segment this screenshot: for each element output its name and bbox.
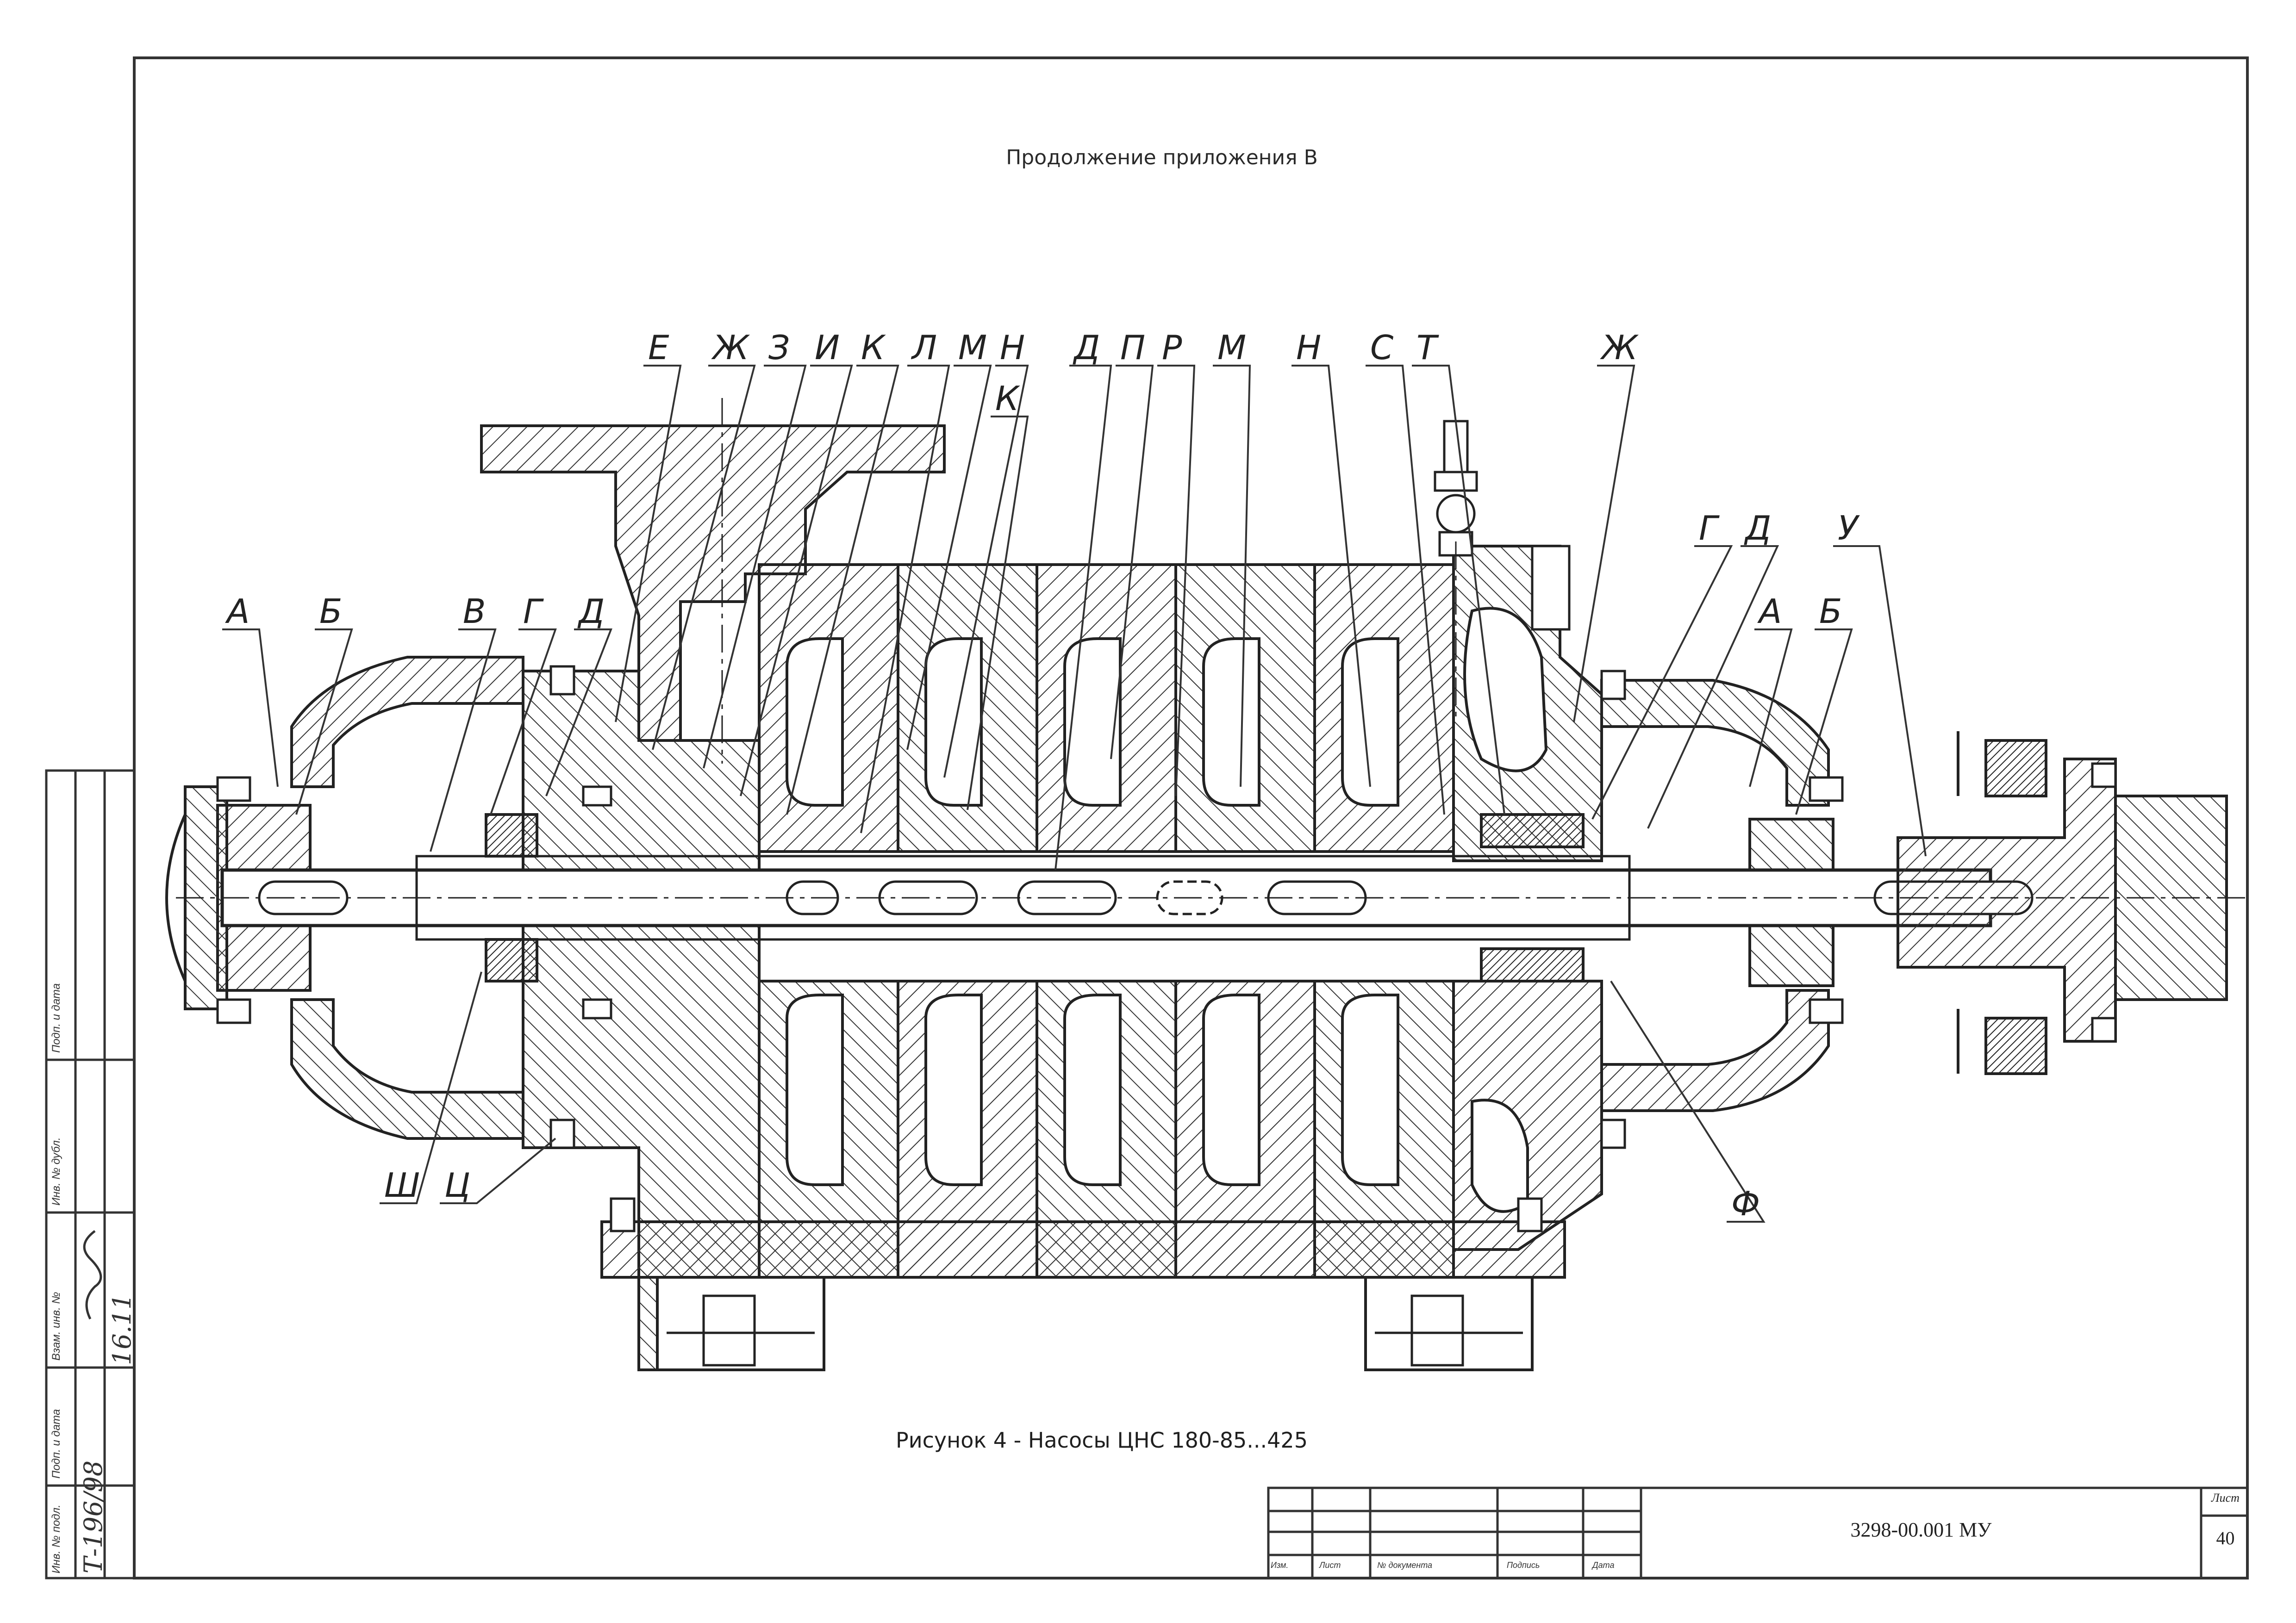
label-B-left: Б [319, 592, 343, 631]
label-B-right: Б [1819, 592, 1842, 631]
label-T: Т [1416, 328, 1437, 367]
label-N: Н [1000, 328, 1025, 367]
label-G-left: Г [523, 592, 542, 631]
pump-drawing [165, 398, 2250, 1371]
label-G-right: Г [1699, 509, 1718, 547]
col-doc: № документа [1377, 1561, 1433, 1570]
stamp-inv-value: Т-196/98 [79, 1460, 108, 1573]
right-gland-packing [1480, 813, 1585, 848]
figure-caption: Рисунок 4 - Насосы ЦНС 180-85...425 [896, 1428, 1308, 1453]
left-bearing-housing [290, 656, 524, 788]
side-stamp-frame [45, 769, 136, 1579]
discharge-volute-upper [1463, 607, 1548, 772]
left-bearing-housing-lower [290, 998, 524, 1140]
label-S: С [1370, 328, 1394, 367]
foot-details [667, 1294, 1523, 1367]
label-Ts: Ц [444, 1166, 470, 1205]
label-L: Л [912, 328, 937, 367]
label-K: К [861, 328, 885, 367]
stamp-podp-data-2: Подп. и дата [50, 983, 62, 1053]
impeller-channels [786, 637, 1399, 1186]
sheet-header: Продолжение приложения В [1006, 146, 1318, 169]
label-Sh: Ш [384, 1166, 420, 1205]
left-gland-packing [485, 813, 538, 858]
label-P: П [1120, 328, 1146, 367]
stamp-inv-dubl: Инв. № дубл. [50, 1137, 62, 1206]
label-F: Ф [1731, 1184, 1760, 1223]
stamp-inv-podl: Инв. № подл. [50, 1505, 62, 1573]
label-K-2: К [995, 379, 1019, 418]
label-I: И [815, 328, 840, 367]
sheet-number: 40 [2216, 1528, 2235, 1548]
right-bearing-housing-lower [1600, 989, 1830, 1112]
center-lines [176, 398, 2250, 899]
right-bearing-housing [1600, 679, 1830, 807]
col-date: Дата [1592, 1561, 1615, 1570]
col-izm: Изм. [1271, 1561, 1289, 1570]
label-M: М [958, 328, 987, 367]
label-D-left: Д [579, 592, 605, 631]
col-list: Лист [1319, 1561, 1341, 1570]
coupling-pin-lower [1984, 1017, 2047, 1075]
discharge-nozzle [480, 424, 946, 742]
label-N-2: Н [1296, 328, 1322, 367]
right-gland-packing-lower [1480, 947, 1585, 983]
title-block-grid [1267, 1486, 2249, 1579]
left-foot [656, 1276, 825, 1371]
label-A-left: А [227, 592, 250, 631]
stamp-podp-data: Подп. и дата [50, 1409, 62, 1479]
left-end-dome [165, 814, 187, 982]
coupling-pin-upper [1984, 739, 2047, 797]
label-Zh: Ж [713, 328, 749, 367]
label-M-2: М [1217, 328, 1247, 367]
bolts [216, 665, 2117, 1232]
stamp-vzam-inv: Взам. инв. № [50, 1292, 62, 1361]
stamp-date-value: 16.11 [107, 1293, 137, 1365]
document-designation: 3298-00.001 МУ [1850, 1518, 1992, 1541]
label-U: У [1838, 509, 1858, 547]
discharge-volute-lower [1471, 1099, 1529, 1213]
leader-lines [222, 365, 1927, 1223]
discharge-connection [1531, 545, 1571, 631]
label-V: В [463, 592, 486, 631]
sheet-label: Лист [2211, 1491, 2240, 1505]
base-plate [600, 1220, 1566, 1279]
coupling-half [1897, 758, 2117, 1043]
label-Z: З [768, 328, 790, 367]
label-D-right: Д [1745, 509, 1772, 547]
label-A-right: А [1759, 592, 1782, 631]
label-E: Е [648, 328, 669, 367]
signature [83, 1230, 102, 1320]
label-D: Д [1074, 328, 1100, 367]
left-gland-packing-lower [485, 938, 538, 983]
label-R: Р [1162, 328, 1182, 367]
label-Zh-2: Ж [1602, 328, 1638, 367]
col-sign: Подпись [1507, 1561, 1540, 1570]
right-foot [1364, 1276, 1534, 1371]
